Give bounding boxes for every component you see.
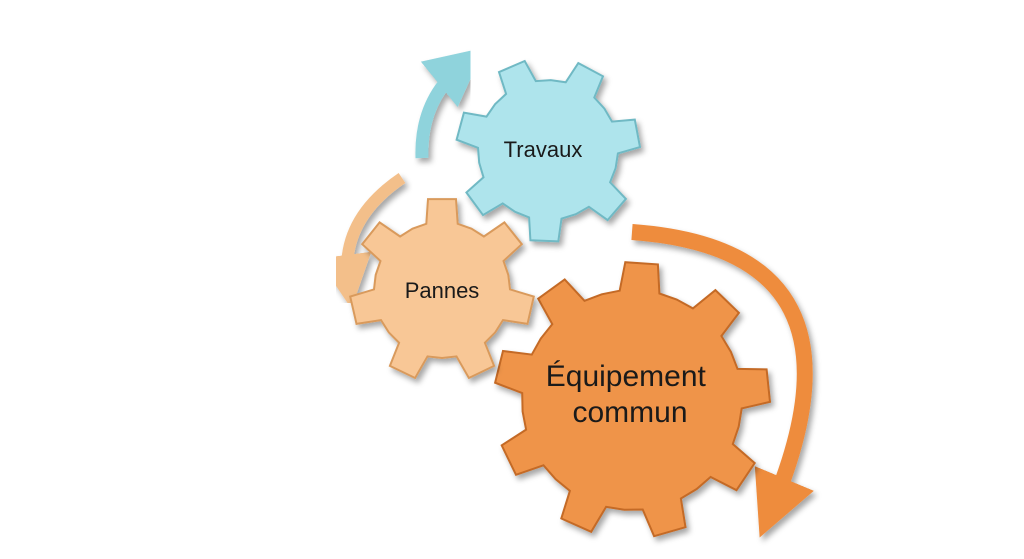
gear-travaux-shape — [455, 59, 642, 243]
gear-pannes: Pannes — [349, 198, 535, 380]
gear-equipement-label: Équipement commun — [546, 360, 714, 429]
gear-equipement: Équipement commun — [493, 261, 772, 538]
gear-pannes-shape — [349, 198, 535, 380]
gear-pannes-label: Pannes — [405, 278, 480, 303]
gear-travaux: Travaux — [455, 59, 642, 243]
equipement-cycle-arrow — [631, 224, 814, 538]
gear-pannes-label-line-1: Pannes — [405, 278, 480, 303]
gear-travaux-label-line-1: Travaux — [504, 137, 583, 162]
pannes-cycle-arrow — [317, 173, 406, 309]
travaux-cycle-arrow — [415, 47, 485, 159]
gear-equipement-shape — [493, 261, 772, 538]
gear-equipement-label-line-1: Équipement — [546, 360, 707, 393]
gear-equipement-label-line-2: commun — [572, 396, 687, 429]
gear-travaux-label: Travaux — [504, 137, 583, 162]
